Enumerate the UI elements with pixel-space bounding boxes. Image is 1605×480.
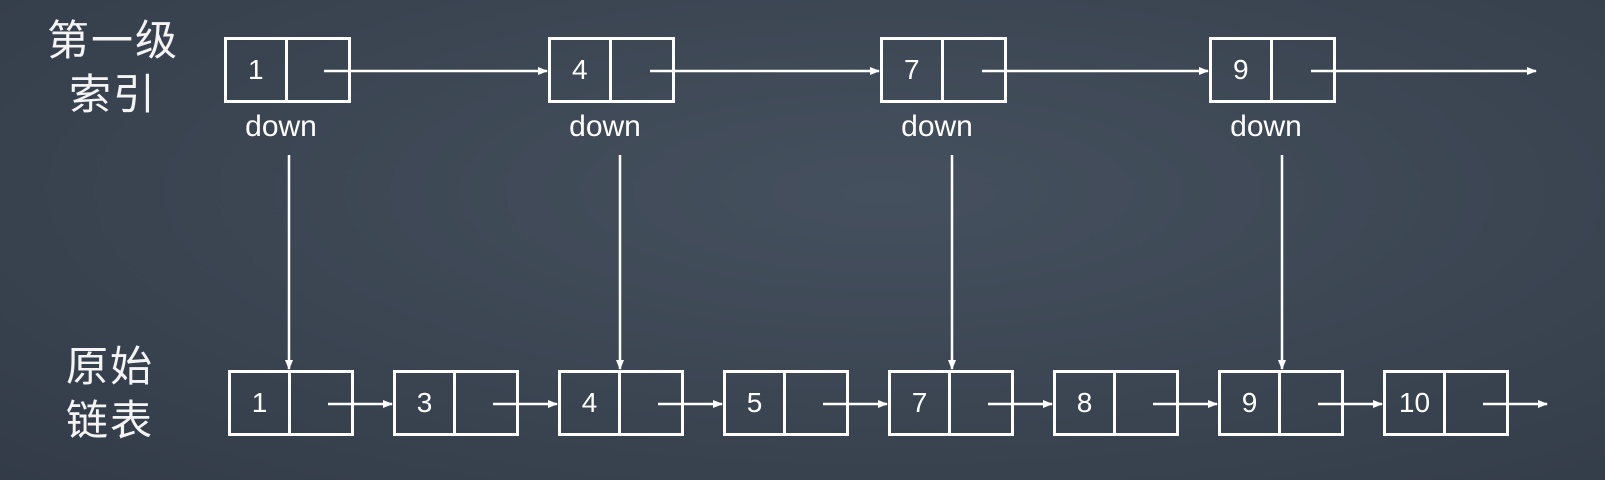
index-node-1: 1 <box>224 37 351 103</box>
list-node-value: 10 <box>1386 373 1446 433</box>
list-node-9: 9 <box>1218 370 1344 436</box>
list-node-8: 8 <box>1053 370 1179 436</box>
list-node-next-pointer <box>1281 373 1341 433</box>
list-node-value: 8 <box>1056 373 1116 433</box>
list-node-next-pointer <box>291 373 351 433</box>
index-node-4: 4 <box>548 37 675 103</box>
list-node-value: 4 <box>561 373 621 433</box>
index-node-next-pointer <box>288 40 349 100</box>
down-label: down <box>901 110 973 143</box>
down-label: down <box>569 110 641 143</box>
list-node-4: 4 <box>558 370 684 436</box>
first-level-index-label-line1: 第一级 <box>46 16 179 65</box>
list-node-value: 3 <box>396 373 456 433</box>
list-node-3: 3 <box>393 370 519 436</box>
list-node-1: 1 <box>228 370 354 436</box>
first-level-index-label-line2: 索引 <box>68 70 157 119</box>
list-node-next-pointer <box>786 373 846 433</box>
list-node-next-pointer <box>1446 373 1506 433</box>
index-node-value: 7 <box>883 40 944 100</box>
index-node-next-pointer <box>1273 40 1334 100</box>
index-node-9: 9 <box>1209 37 1336 103</box>
list-node-10: 10 <box>1383 370 1509 436</box>
list-node-next-pointer <box>456 373 516 433</box>
list-node-value: 7 <box>891 373 951 433</box>
original-list-label-line2: 链表 <box>65 396 154 445</box>
index-node-value: 4 <box>551 40 612 100</box>
down-label: down <box>245 110 317 143</box>
original-list-label-line1: 原始 <box>65 342 154 391</box>
list-node-value: 5 <box>726 373 786 433</box>
list-node-value: 9 <box>1221 373 1281 433</box>
list-node-next-pointer <box>621 373 681 433</box>
first-level-index-label: 第一级 索引 <box>38 14 188 122</box>
index-node-value: 1 <box>227 40 288 100</box>
list-node-next-pointer <box>1116 373 1176 433</box>
list-node-value: 1 <box>231 373 291 433</box>
original-list-label: 原始 链表 <box>35 340 185 448</box>
index-node-next-pointer <box>944 40 1005 100</box>
down-label: down <box>1230 110 1302 143</box>
list-node-5: 5 <box>723 370 849 436</box>
list-node-next-pointer <box>951 373 1011 433</box>
list-node-7: 7 <box>888 370 1014 436</box>
index-node-next-pointer <box>612 40 673 100</box>
index-node-value: 9 <box>1212 40 1273 100</box>
index-node-7: 7 <box>880 37 1007 103</box>
